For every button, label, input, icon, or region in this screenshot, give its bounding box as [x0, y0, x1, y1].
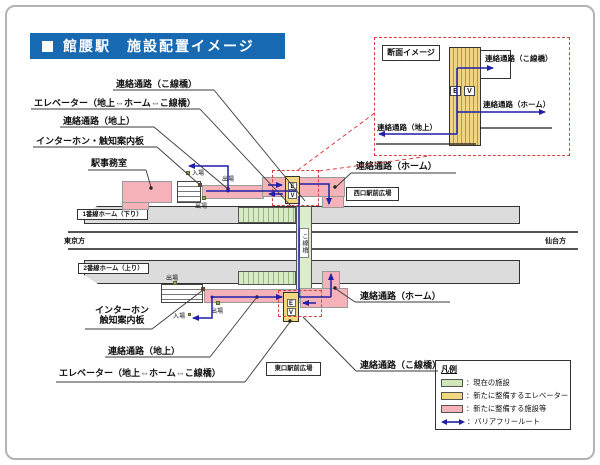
callout-elevator-south: エレベーター（地上⇔ホーム⇔こ線橋）	[59, 368, 221, 378]
gate-out-south-2: 出場	[211, 309, 224, 315]
callout-ground-corridor-south: 連絡通路（地上）	[108, 346, 181, 356]
gate-out-south-1: 出場	[166, 276, 179, 282]
overpass-level-box	[480, 50, 511, 79]
station-office-building	[122, 181, 172, 203]
cross-section-label-overpass: 連絡通路（こ線橋）	[485, 54, 553, 63]
gate-marker-icon	[202, 196, 206, 200]
gate-marker-icon	[186, 171, 190, 175]
existing-stairs-platform1	[238, 207, 296, 223]
station-office-annex	[122, 202, 149, 210]
callout-intercom-south-line1: インターホン	[95, 305, 150, 315]
cross-section-ev-e: E	[450, 86, 461, 96]
callout-intercom-south-line2: 触知案内板	[99, 315, 145, 326]
overpass-label: こ線橋	[299, 228, 309, 258]
callout-elevator-north: エレベーター（地上⇔ホーム⇔こ線橋）	[34, 98, 196, 108]
legend: 凡例 ：現在の施設 ：新たに整備するエレベーター ：新たに整備する施設等 ：バリ…	[435, 360, 571, 430]
callout-intercom-north: インターホン・触知案内板	[36, 136, 145, 146]
plaza-west-label: 西口駅前広場	[346, 187, 399, 201]
gate-out-north-2: 出場	[195, 204, 208, 210]
callout-overpass-corridor-north: 連絡通路（こ線橋）	[116, 79, 198, 89]
callout-platform-corridor-north: 連絡通路（ホーム）	[356, 161, 437, 171]
gate-out-north-1: 出場	[222, 177, 235, 183]
green-swatch-icon	[441, 378, 463, 387]
stairs-south	[161, 284, 203, 303]
gate-marker-icon	[216, 301, 220, 305]
existing-stairs-platform2	[238, 271, 296, 285]
page-title: 館腰駅 施設配置イメージ	[63, 38, 255, 54]
title-bullet-icon	[42, 40, 53, 52]
corridor-platform-arm-south	[322, 271, 340, 289]
yellow-swatch-icon	[441, 391, 463, 400]
elevator-south-v: V	[286, 307, 296, 316]
legend-item-barrier-free: ：バリアフリールート	[441, 415, 565, 428]
platform-2-label: 2番線ホーム（上り）	[78, 263, 149, 274]
platform-1-label: 1番線ホーム（下り）	[77, 209, 148, 220]
track-lines	[68, 231, 578, 250]
callout-overpass-corridor-south: 連絡通路（こ線橋）	[360, 360, 442, 370]
pink-swatch-icon	[441, 404, 463, 413]
gate-marker-icon	[188, 313, 191, 316]
gate-marker-icon	[173, 281, 177, 285]
cross-section-title: 断面イメージ	[382, 45, 440, 61]
corridor-ground-north	[202, 185, 264, 199]
stairs-north	[177, 181, 201, 203]
callout-ground-corridor-north: 連絡通路（地上）	[63, 116, 136, 126]
highlight-box-south	[278, 290, 322, 317]
highlight-box-north	[272, 170, 319, 206]
callout-platform-corridor-south: 連絡通路（ホーム）	[360, 291, 441, 301]
gate-in-south: 入場	[173, 314, 186, 320]
direction-sendai: 仙台方	[545, 238, 566, 245]
elevator-south-e: E	[286, 298, 296, 307]
cross-section-inset: 断面イメージ E V 連絡通路（こ線橋） 連絡通路（ホーム） 連絡通路（地上）	[374, 37, 570, 156]
double-arrow-icon	[441, 418, 465, 425]
elevator-shaft	[449, 47, 481, 146]
legend-title: 凡例	[441, 365, 457, 374]
legend-item-existing: ：現在の施設	[441, 376, 565, 389]
cross-section-label-platform: 連絡通路（ホーム）	[483, 100, 551, 109]
cross-section-label-ground: 連絡通路（地上）	[377, 123, 437, 132]
legend-item-new-elevator: ：新たに整備するエレベーター	[441, 389, 568, 402]
callout-station-office: 駅事務室	[91, 158, 128, 168]
gate-in-north: 入場	[192, 171, 205, 177]
corridor-platform-arm-north	[322, 196, 344, 208]
callout-intercom-south: インターホン 触知案内板	[95, 305, 149, 326]
direction-tokyo: 東京方	[64, 238, 85, 245]
cross-section-ev-v: V	[464, 86, 475, 96]
title-bar: 館腰駅 施設配置イメージ	[30, 33, 285, 59]
legend-item-new-facility: ：新たに整備する施設等	[441, 402, 565, 415]
plaza-east-label: 東口駅前広場	[266, 362, 321, 376]
